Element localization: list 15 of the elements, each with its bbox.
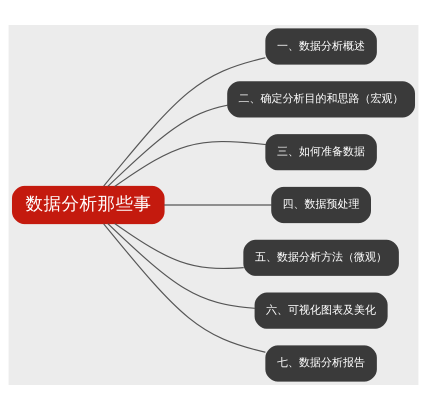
- node-box: 三、如何准备数据: [265, 134, 377, 170]
- node-box: 七、数据分析报告: [265, 345, 377, 382]
- node-box: 二、确定分析目的和思路（宏观）: [227, 81, 416, 118]
- node-box: 一、数据分析概述: [265, 28, 377, 65]
- connector: [103, 223, 266, 353]
- connector: [114, 140, 266, 187]
- node-box: 数据分析那些事: [12, 186, 165, 224]
- node-box: 五、数据分析方法（微观）: [243, 240, 399, 276]
- node-box: 六、可视化图表及美化: [254, 292, 388, 329]
- connector: [107, 104, 228, 187]
- node-box: 四、数据预处理: [271, 186, 371, 224]
- connector: [114, 223, 244, 269]
- connector: [164, 204, 272, 206]
- connector: [107, 223, 256, 309]
- connector: [103, 57, 266, 187]
